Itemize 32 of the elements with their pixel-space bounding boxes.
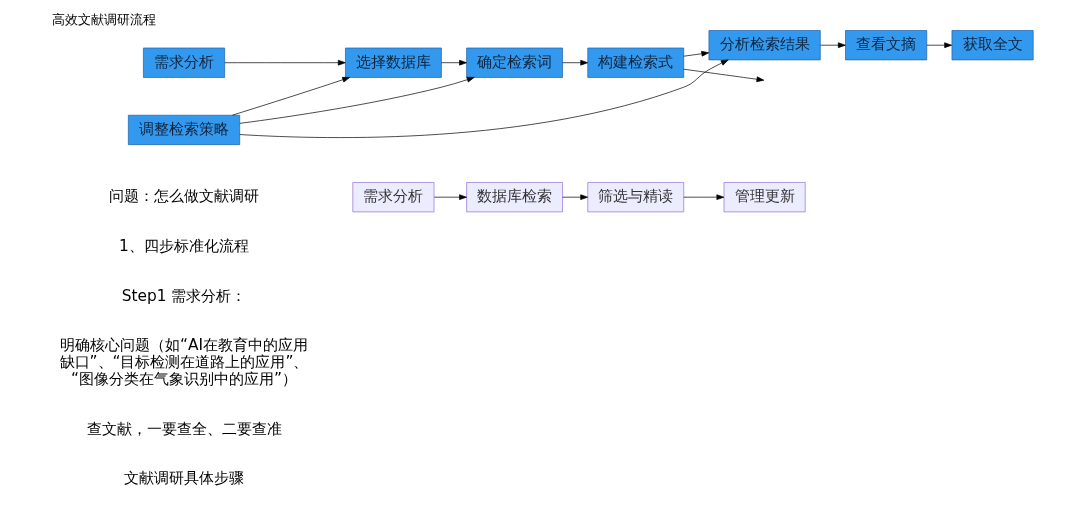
arrow [561,59,588,66]
arrow [926,42,952,48]
label: 明确核心问题（如“AI在教育中的应用缺口”、“目标检测在道路上的应用”、“图像分类在气象识别中的应用”） [59,336,308,388]
node-box: 获取全文 [951,30,1034,61]
label: 文献调研具体步骤 [123,469,244,488]
node-box: 筛选与精读 [586,182,684,213]
arrow [238,59,729,138]
label: Step1 需求分析： [121,286,246,305]
arrow [682,194,724,200]
node-box: 管理更新 [723,182,806,213]
node-box: 需求分析 [351,182,434,213]
node-box: 构建检索式 [586,47,684,78]
arrow [223,59,346,66]
label: 问题：怎么做文献调研 [108,187,259,206]
arrow [433,194,467,200]
arrow [682,50,709,57]
node-box: 调整检索策略 [127,114,240,145]
arrow [440,59,467,66]
label: 查文献，一要查全、二要查准 [86,419,282,438]
arrow [819,42,846,48]
arrow [231,77,350,116]
arrow [561,194,588,200]
node-box: 查看文摘 [844,30,927,61]
node-box: 确定检索词 [465,47,563,78]
arrow [682,68,764,83]
label: 1、四步标准化流程 [118,236,249,255]
node-box: 分析检索结果 [708,30,821,61]
arrow [238,76,474,124]
diagram-title: 高效文献调研流程 [51,11,156,27]
node-box: 数据库检索 [465,182,563,213]
node-box: 需求分析 [142,47,225,78]
node-box: 选择数据库 [344,47,442,78]
